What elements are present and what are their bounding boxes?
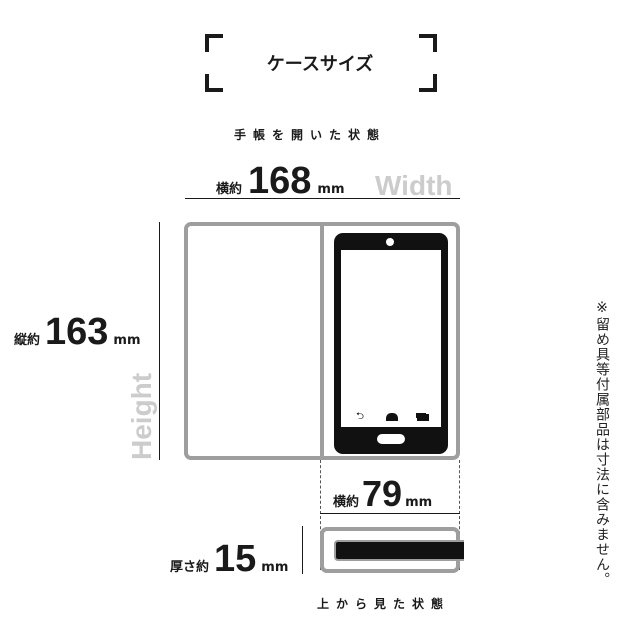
width-ghost-label: Width: [375, 170, 453, 201]
bracket-top-right: [419, 34, 437, 52]
recent-apps-icon: [417, 414, 429, 421]
page-title: ケースサイズ: [266, 54, 374, 75]
bracket-top-left: [205, 34, 223, 52]
width-total-prefix: 横約: [216, 182, 243, 197]
phone-illustration: ⮌: [334, 233, 448, 454]
bracket-bottom-right: [419, 74, 437, 92]
top-view-label: 上から見た状態: [317, 597, 451, 611]
width-single-value: 79: [362, 473, 403, 514]
width-total-value: 168: [248, 160, 312, 202]
width-total-line: [185, 198, 460, 199]
open-state-label: 手帳を開いた状態: [234, 128, 387, 142]
width-single-line: [320, 513, 460, 514]
top-view-phone: [334, 540, 464, 561]
height-dimension: 縦約 163 mm: [14, 313, 141, 351]
case-left-cover: [184, 222, 324, 460]
camera-icon: [386, 238, 394, 246]
accessory-note: ※留め具等付属部品は寸法に含みません。: [594, 300, 610, 587]
thickness-dimension: 厚さ約 15 mm: [170, 540, 288, 578]
guide-left: [320, 460, 321, 570]
width-total-dimension: 横約 168 mm: [216, 162, 345, 200]
home-icon: [386, 413, 398, 421]
thickness-unit: mm: [261, 560, 289, 575]
height-value: 163: [45, 311, 109, 353]
height-prefix: 縦約: [14, 333, 41, 348]
home-button: [377, 434, 405, 444]
guide-right: [459, 460, 460, 570]
height-ghost-label: Height: [126, 372, 157, 460]
bracket-bottom-left: [205, 74, 223, 92]
phone-screen: ⮌: [341, 250, 441, 427]
height-line: [159, 222, 160, 460]
width-single-prefix: 横約: [333, 495, 360, 510]
height-unit: mm: [113, 333, 141, 348]
back-arrow-icon: ⮌: [356, 411, 365, 422]
width-total-unit: mm: [317, 182, 345, 197]
thickness-prefix: 厚さ約: [170, 560, 210, 575]
width-single-dimension: 横約 79 mm: [333, 476, 432, 512]
thickness-value: 15: [214, 538, 257, 580]
width-single-unit: mm: [405, 495, 433, 510]
case-right-cover: [320, 222, 460, 460]
thickness-line: [302, 526, 303, 574]
